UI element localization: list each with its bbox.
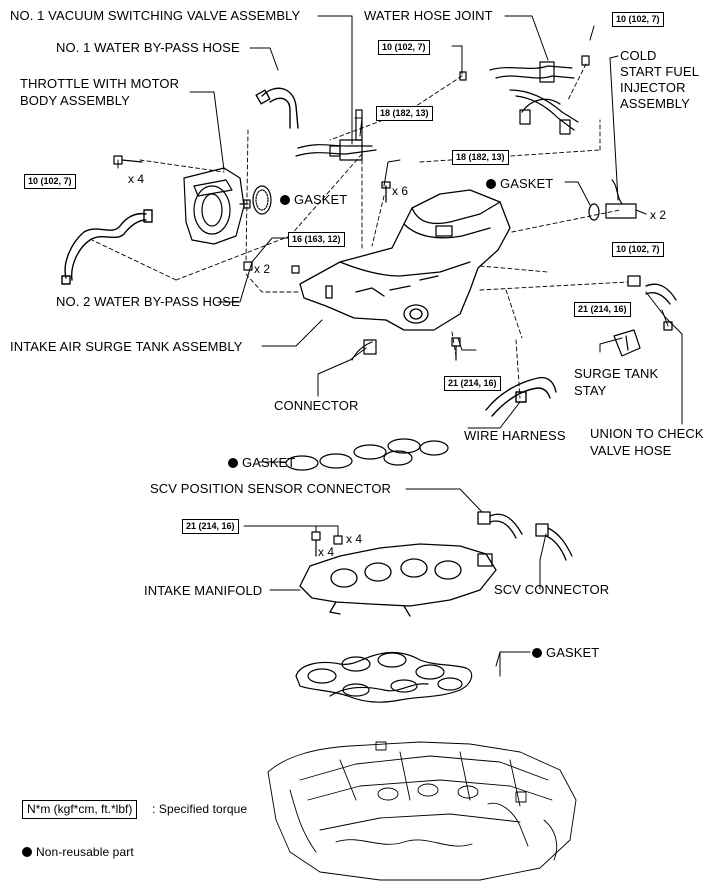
- label-cold-start-injector-line2: START FUEL: [620, 64, 700, 79]
- torque-box: 10 (102, 7): [612, 12, 664, 27]
- label-scv-position-sensor: SCV POSITION SENSOR CONNECTOR: [150, 481, 392, 496]
- torque-box: 10 (102, 7): [24, 174, 76, 189]
- label-surge-tank-stay-line2: STAY: [574, 383, 607, 398]
- label-vacuum-switching-valve: NO. 1 VACUUM SWITCHING VALVE ASSEMBLY: [10, 8, 301, 23]
- label-water-bypass-hose-1: NO. 1 WATER BY-PASS HOSE: [56, 40, 240, 55]
- engine-overview-sketch: [267, 741, 577, 881]
- label-gasket-injector: GASKET: [486, 176, 553, 192]
- water-bypass-hose-2: [61, 209, 153, 285]
- torque-box: 18 (182, 13): [452, 150, 509, 165]
- label-water-hose-joint: WATER HOSE JOINT: [364, 8, 493, 23]
- label-union-check-valve-line2: VALVE HOSE: [590, 443, 672, 458]
- dashed-alignment-lines: [91, 63, 629, 399]
- label-throttle-body-line2: BODY ASSEMBLY: [20, 93, 130, 108]
- label-wire-harness: WIRE HARNESS: [464, 428, 566, 443]
- label-water-bypass-hose-2: NO. 2 WATER BY-PASS HOSE: [56, 294, 240, 309]
- label-gasket-lower: GASKET: [532, 645, 599, 661]
- torque-box: 21 (214, 16): [574, 302, 631, 317]
- water-bypass-hose-1: [255, 87, 299, 129]
- quantity-mark: x 4: [128, 172, 145, 186]
- surge-tank-stay: [613, 329, 641, 357]
- label-cold-start-injector-line1: COLD: [620, 48, 657, 63]
- label-scv-connector: SCV CONNECTOR: [494, 582, 610, 597]
- label-intake-manifold: INTAKE MANIFOLD: [144, 583, 263, 598]
- legend-non-reusable: Non-reusable part: [22, 844, 134, 860]
- quantity-mark: x 2: [650, 208, 667, 222]
- torque-box: 21 (214, 16): [182, 519, 239, 534]
- label-gasket-upper: GASKET: [228, 455, 295, 471]
- wire-harness-part: [485, 376, 557, 417]
- label-gasket-throttle: GASKET: [280, 192, 347, 208]
- label-connector: CONNECTOR: [274, 398, 359, 413]
- connector-part: [351, 339, 377, 361]
- upper-gasket: [285, 438, 449, 471]
- lower-gasket: [295, 651, 473, 703]
- legend-torque-box: N*m (kgf*cm, ft.*lbf): [22, 800, 138, 819]
- intake-air-surge-tank: [299, 181, 511, 331]
- cold-start-injector: [588, 179, 647, 221]
- label-union-check-valve-line1: UNION TO CHECK: [590, 426, 704, 441]
- torque-box: 18 (182, 13): [376, 106, 433, 121]
- torque-box: 21 (214, 16): [444, 376, 501, 391]
- scv-connectors: [477, 511, 573, 561]
- label-intake-air-surge-tank: INTAKE AIR SURGE TANK ASSEMBLY: [10, 339, 243, 354]
- throttle-bolt: [113, 155, 143, 165]
- label-cold-start-injector-line3: INJECTOR: [620, 80, 686, 95]
- water-hose-joint: [459, 55, 590, 135]
- quantity-mark: x 2: [254, 262, 271, 276]
- surge-tank-bolts: [243, 261, 461, 361]
- vacuum-switching-valve: [295, 109, 377, 161]
- throttle-body: [183, 167, 251, 245]
- label-cold-start-injector-line4: ASSEMBLY: [620, 96, 690, 111]
- label-throttle-body-line1: THROTTLE WITH MOTOR: [20, 76, 180, 91]
- quantity-mark: x 4: [318, 545, 335, 559]
- legend-torque-description: : Specified torque: [152, 802, 248, 816]
- intake-manifold-part: [299, 543, 497, 617]
- torque-box: 10 (102, 7): [378, 40, 430, 55]
- union-check-valve-hose: [627, 275, 677, 331]
- label-surge-tank-stay-line1: SURGE TANK: [574, 366, 659, 381]
- quantity-mark: x 6: [392, 184, 409, 198]
- torque-box: 16 (163, 12): [288, 232, 345, 247]
- torque-box: 10 (102, 7): [612, 242, 664, 257]
- quantity-mark: x 4: [346, 532, 363, 546]
- throttle-gasket: [252, 185, 272, 215]
- manifold-bolts: [311, 531, 343, 557]
